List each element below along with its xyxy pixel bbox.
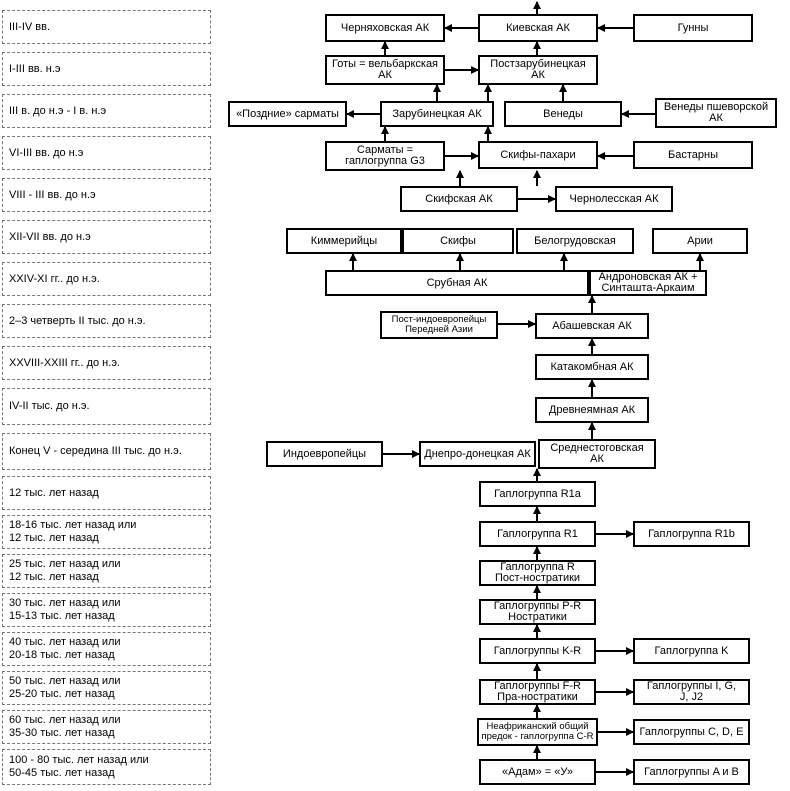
node-kr: Гаплогруппы K-R xyxy=(479,638,596,664)
era-label: 50 тыс. лет назад или 25-20 тыс. лет наз… xyxy=(2,671,211,705)
era-label: 12 тыс. лет назад xyxy=(2,476,211,510)
node-bastarn: Бастарны xyxy=(633,141,753,169)
node-fr: Гаплогруппы F-R Пра-ностратики xyxy=(479,679,596,705)
era-label: 60 тыс. лет назад или 35-30 тыс. лет наз… xyxy=(2,710,211,744)
node-r1: Гаплогруппа R1 xyxy=(479,521,596,547)
node-postzarub: Постзарубинецкая АК xyxy=(478,55,598,85)
node-srub: Срубная АК xyxy=(325,270,589,296)
node-chernoles: Чернолесская АК xyxy=(555,186,673,212)
era-label: IV-II тыс. до н.э. xyxy=(2,388,211,425)
node-ie: Индоевропейцы xyxy=(266,441,383,467)
node-goths: Готы = вельбаркская АК xyxy=(325,55,445,85)
era-label: III в. до н.э - I в. н.э xyxy=(2,94,211,128)
node-cde: Гаплогруппы C, D, E xyxy=(633,719,750,745)
node-post-ie: Пост-индоевропейцы Передней Азии xyxy=(380,311,498,339)
era-label: 2–3 четверть II тыс. до н.э. xyxy=(2,304,211,338)
node-andron: Андроновская АК + Синташта-Аркаим xyxy=(589,270,707,296)
node-huns: Гунны xyxy=(633,14,753,42)
era-label: 30 тыс. лет назад или 15-13 тыс. лет наз… xyxy=(2,593,211,627)
node-abash: Абашевская АК xyxy=(535,313,649,339)
era-label: VIII - III вв. до н.э xyxy=(2,178,211,212)
node-scyth-plough: Скифы-пахари xyxy=(478,141,598,169)
era-label: I-III вв. н.э xyxy=(2,52,211,86)
node-k: Гаплогруппа K xyxy=(633,638,750,664)
node-cimmer: Киммерийцы xyxy=(286,228,402,254)
era-label: 40 тыс. лет назад или 20-18 тыс. лет наз… xyxy=(2,632,211,666)
era-label: 18-16 тыс. лет назад или 12 тыс. лет наз… xyxy=(2,515,211,549)
node-dnepr: Днепро-донецкая АК xyxy=(419,441,536,467)
node-pr: Гаплогруппы P-R Ностратики xyxy=(479,599,596,625)
node-r-post: Гаплогруппа R Пост-ностратики xyxy=(479,560,596,586)
era-label: VI-III вв. до н.э xyxy=(2,136,211,170)
node-r1a: Гаплогруппа R1a xyxy=(479,481,596,507)
node-cr: Неафриканский общий предок - гаплогруппа… xyxy=(477,718,598,746)
node-igj: Гаплогруппы I, G, J, J2 xyxy=(633,679,750,705)
era-label: Конец V - середина III тыс. до н.э. xyxy=(2,433,211,470)
node-zarub: Зарубинецкая АК xyxy=(380,101,494,127)
era-label: 100 - 80 тыс. лет назад или 50-45 тыс. л… xyxy=(2,749,211,785)
node-kiev: Киевская АК xyxy=(478,14,598,42)
era-label: XII-VII вв. до н.э xyxy=(2,220,211,254)
node-late-sarmat: «Поздние» сарматы xyxy=(228,101,347,127)
node-r1b: Гаплогруппа R1b xyxy=(633,521,750,547)
node-adam: «Адам» = «У» xyxy=(479,759,596,785)
node-belogrud: Белогрудовская xyxy=(516,228,634,254)
node-katak: Катакомбная АК xyxy=(535,354,649,380)
node-sarmat: Сарматы = гаплогруппа G3 xyxy=(325,141,445,171)
node-scyth: Скифы xyxy=(402,228,514,254)
node-veneti-pshev: Венеды пшеворской АК xyxy=(655,98,777,128)
node-srednestog: Среднестоговская АК xyxy=(538,439,656,469)
node-chernyakhov: Черняховская АК xyxy=(325,14,445,42)
node-scyth-ak: Скифская АК xyxy=(400,186,518,212)
node-veneti: Венеды xyxy=(504,101,622,127)
era-label: 25 тыс. лет назад или 12 тыс. лет назад xyxy=(2,554,211,588)
era-label: XXVIII-XXIII гг.. до н.э. xyxy=(2,346,211,380)
node-ab: Гаплогруппы A и B xyxy=(633,759,750,785)
era-label: XXIV-XI гг.. до н.э. xyxy=(2,262,211,296)
era-label: III-IV вв. xyxy=(2,10,211,44)
node-arii: Арии xyxy=(652,228,748,254)
node-drevnyam: Древнеямная АК xyxy=(535,397,649,423)
